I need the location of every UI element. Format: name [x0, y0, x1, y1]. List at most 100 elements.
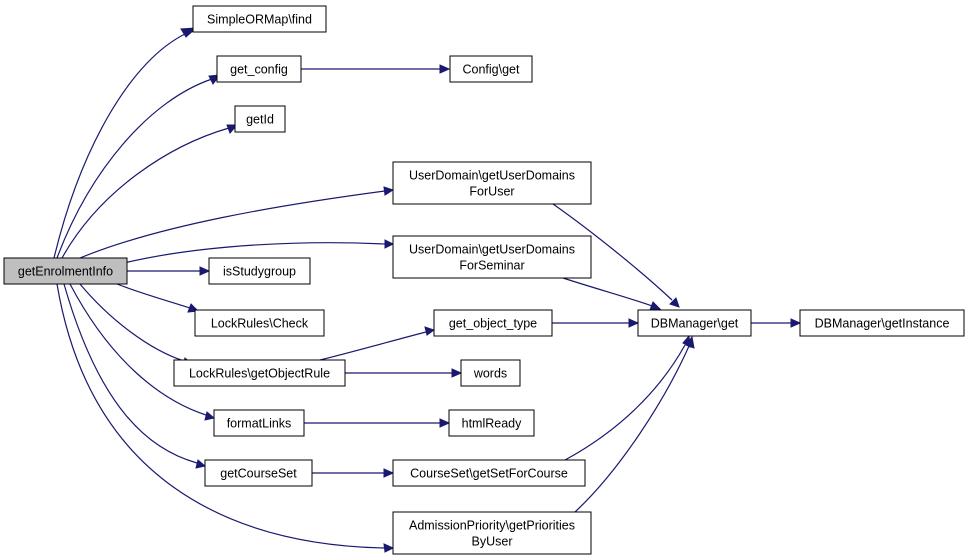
arrowhead-icon [649, 301, 663, 311]
arrowhead-icon [383, 468, 395, 478]
function-node-box [194, 309, 325, 337]
function-node-box [448, 409, 535, 437]
function-node-lr-objrule[interactable]: LockRules\getObjectRule [173, 359, 346, 387]
arrowhead-icon [790, 318, 802, 328]
function-node-label: getId [246, 113, 274, 127]
function-node-getId[interactable]: getId [234, 105, 286, 133]
function-node-label: AdmissionPriority\getPriorities [409, 519, 575, 533]
function-node-get-config[interactable]: get_config [216, 55, 302, 83]
arrowhead-icon [628, 318, 640, 328]
function-node-label: ByUser [472, 535, 513, 549]
call-edge [79, 283, 194, 367]
function-node-label: ForUser [469, 185, 514, 199]
function-node-label: Config\get [463, 63, 521, 77]
function-node-box [433, 309, 553, 337]
call-edge [301, 64, 451, 74]
call-edge [69, 283, 216, 421]
function-node-box [3, 257, 128, 285]
call-edge-line [56, 283, 386, 549]
function-node-box [799, 309, 965, 337]
arrowhead-icon [383, 186, 395, 196]
function-node-get-object-type[interactable]: get_object_type [433, 309, 553, 337]
function-node-label: UserDomain\getUserDomains [409, 243, 575, 257]
call-edge-line [123, 242, 386, 264]
function-node-formatLinks[interactable]: formatLinks [213, 409, 305, 437]
call-edge [552, 203, 680, 308]
arrowhead-icon [685, 335, 695, 349]
call-edge-line [574, 345, 690, 513]
function-node-box [208, 257, 311, 285]
call-graph-nodes: getEnrolmentInfo SimpleORMap\find get_conf… [3, 5, 965, 555]
function-node-box [460, 359, 521, 387]
function-node-box [192, 5, 327, 33]
function-node-label: formatLinks [227, 417, 292, 431]
function-node-label: DBManager\get [651, 317, 739, 331]
call-edge [319, 326, 436, 361]
call-edge [345, 368, 463, 378]
function-node-label: htmlReady [462, 417, 522, 431]
function-node-label: ForSeminar [459, 259, 524, 273]
call-edge-line [63, 283, 198, 464]
call-edge-line [69, 283, 207, 416]
function-node-box [213, 409, 305, 437]
call-edge-line [53, 32, 188, 259]
call-edge [564, 334, 691, 461]
function-node-root[interactable]: getEnrolmentInfo [3, 257, 128, 285]
arrowhead-icon [204, 411, 216, 421]
function-node-dbm-instance[interactable]: DBManager\getInstance [799, 309, 965, 337]
function-node-lr-check[interactable]: LockRules\Check [194, 309, 325, 337]
function-node-label: get_object_type [449, 317, 537, 331]
arrowhead-icon [669, 297, 680, 308]
function-node-label: get_config [230, 63, 288, 77]
arrowhead-icon [180, 27, 198, 38]
function-node-box [234, 105, 286, 133]
function-node-box [392, 459, 586, 487]
function-node-dbm-get[interactable]: DBManager\get [637, 309, 752, 337]
arrowhead-icon [439, 64, 451, 74]
call-edge-line [562, 277, 653, 307]
call-edge [56, 283, 395, 553]
function-node-box [449, 55, 533, 83]
call-edge [552, 318, 640, 328]
function-node-label: CourseSet\getSetForCourse [410, 467, 568, 481]
function-node-label: words [473, 367, 507, 381]
function-node-words[interactable]: words [460, 359, 521, 387]
call-edge [312, 468, 395, 478]
function-node-isStudygroup[interactable]: isStudygroup [208, 257, 311, 285]
call-edge [574, 335, 695, 513]
function-node-label: LockRules\Check [211, 317, 309, 331]
arrowhead-icon [195, 459, 207, 469]
call-edge [116, 283, 200, 313]
call-edge-line [79, 283, 185, 362]
call-edge [304, 418, 451, 428]
call-edge [123, 239, 395, 264]
function-node-htmlReady[interactable]: htmlReady [448, 409, 535, 437]
function-node-box [392, 161, 592, 205]
function-node-label: SimpleORMap\find [207, 13, 312, 27]
arrowhead-icon [199, 266, 211, 276]
function-node-label: getCourseSet [220, 467, 297, 481]
function-node-label: isStudygroup [223, 265, 296, 279]
call-edge-line [116, 283, 191, 309]
function-node-label: getEnrolmentInfo [18, 265, 113, 279]
function-node-box [204, 459, 313, 487]
function-node-getCourseSet[interactable]: getCourseSet [204, 459, 313, 487]
function-node-cs-forcourse[interactable]: CourseSet\getSetForCourse [392, 459, 586, 487]
function-node-config-get[interactable]: Config\get [449, 55, 533, 83]
call-edge [751, 318, 802, 328]
call-edge-line [552, 203, 673, 301]
function-node-label: DBManager\getInstance [815, 317, 950, 331]
call-edge [53, 27, 198, 259]
arrowhead-icon [451, 368, 463, 378]
call-edge-line [564, 344, 686, 461]
call-edge [63, 283, 207, 469]
call-graph-edges [53, 27, 802, 553]
function-node-find[interactable]: SimpleORMap\find [192, 5, 327, 33]
call-edge [79, 186, 395, 259]
call-edge [562, 277, 663, 311]
call-edge-line [79, 190, 386, 259]
